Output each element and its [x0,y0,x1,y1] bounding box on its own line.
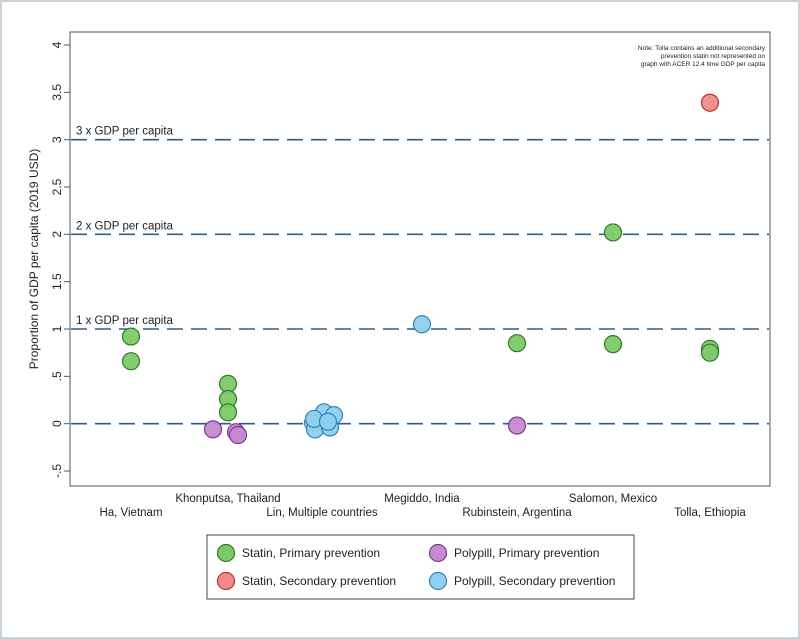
legend-box [206,534,635,600]
note-line: graph with ACER 12.4 time GDP per capita [641,61,766,68]
reference-line-label: 3 x GDP per capita [76,126,174,138]
data-point [121,327,141,346]
data-point [603,335,623,354]
data-point [507,334,527,353]
y-tick-label: .5 [50,371,64,381]
y-tick-label: 1.5 [50,273,64,290]
x-category-label: Rubinstein, Argentina [462,507,572,519]
y-axis-title: Proportion of GDP per capita (2019 USD) [27,149,41,370]
x-category-label: Lin, Multiple countries [266,507,377,519]
chart-note: Note: Tolla contains an additional secon… [638,45,766,68]
y-axis: 43.532.521.51.50-.5 [50,32,71,486]
y-tick-label: 3 [50,136,64,143]
legend-label: Polypill, Primary prevention [454,546,599,560]
data-point [412,315,432,334]
x-category-label: Megiddo, India [384,493,460,505]
plot-area [69,31,771,487]
legend-marker [216,543,236,563]
legend-label: Polypill, Secondary prevention [454,574,615,588]
data-point [121,352,141,371]
legend-marker [428,543,448,563]
legend: Statin, Primary prevention Polypill, Prim… [216,543,615,591]
x-category-label: Tolla, Ethiopia [674,507,746,519]
y-tick-label: 2.5 [50,178,64,195]
data-points [121,93,720,445]
y-tick-label: 2 [50,231,64,238]
y-tick-label: 4 [50,41,64,48]
data-point [603,223,623,242]
note-line: prevention statin not represented on [661,53,765,60]
reference-line-label: 2 x GDP per capita [76,220,174,232]
data-point [218,403,238,422]
data-point [228,425,248,445]
legend-label: Statin, Primary prevention [242,546,380,560]
y-tick-label: 0 [50,420,64,427]
y-tick-label: -.5 [50,464,64,478]
data-point [700,343,720,362]
legend-marker [216,571,236,591]
note-line: Note: Tolla contains an additional secon… [638,45,766,52]
y-tick-label: 1 [50,325,64,332]
data-point [700,93,720,112]
data-point [203,420,223,439]
x-category-label: Ha, Vietnam [99,507,162,519]
legend-marker [428,571,448,591]
reference-line-label: 1 x GDP per capita [76,315,174,327]
data-point [218,374,238,394]
x-category-label: Khonputsa, Thailand [175,493,280,505]
legend-label: Statin, Secondary prevention [242,574,396,588]
data-point [318,412,338,431]
x-category-label: Salomon, Mexico [569,493,657,505]
data-point [507,416,527,435]
y-tick-label: 3.5 [50,84,64,101]
reference-lines: 3 x GDP per capita 2 x GDP per capita 1 x … [71,126,769,425]
